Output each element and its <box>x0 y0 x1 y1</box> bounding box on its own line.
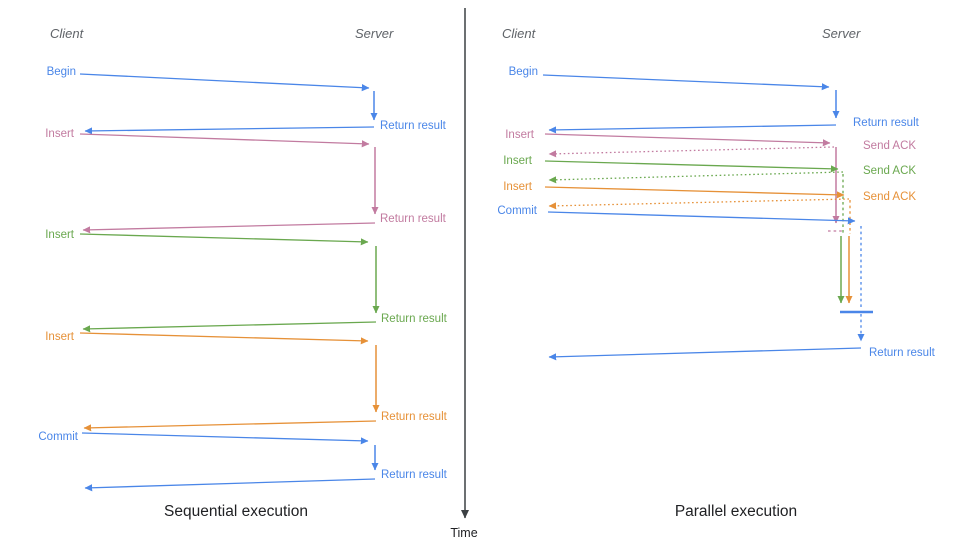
send-ack-label: Send ACK <box>863 140 916 152</box>
insert3-ack-return-arrow <box>548 198 850 210</box>
begin-request-arrow <box>542 74 830 91</box>
par-insert1-exchange: Insert Send ACK <box>505 129 916 232</box>
send-ack-label: Send ACK <box>863 165 916 177</box>
commit-label: Commit <box>497 205 537 217</box>
commit-label: Commit <box>38 431 78 443</box>
insert1-request-arrow <box>544 133 831 147</box>
seq-insert2-exchange: Insert Return result <box>45 229 448 333</box>
client-header: Client <box>502 26 537 41</box>
server-header: Server <box>822 26 861 41</box>
insert1-ack-return-arrow <box>548 146 835 158</box>
return-result-label: Return result <box>381 411 448 423</box>
return-result-label: Return result <box>853 117 920 129</box>
server-header: Server <box>355 26 394 41</box>
parallel-caption: Parallel execution <box>675 503 797 520</box>
insert3-request-arrow <box>79 332 369 345</box>
begin-return-arrow <box>548 124 837 134</box>
time-axis-label: Time <box>450 526 477 540</box>
return-result-label: Return result <box>380 120 447 132</box>
par-insert3-exchange: Insert Send ACK <box>503 181 916 304</box>
seq-begin-exchange: Begin Return result <box>47 66 447 135</box>
return-result-label: Return result <box>869 347 936 359</box>
begin-request-arrow <box>79 73 370 92</box>
time-axis: Time <box>450 8 478 540</box>
insert2-request-arrow <box>544 160 839 173</box>
commit-return-arrow <box>548 347 862 361</box>
begin-label: Begin <box>509 66 538 78</box>
par-begin-exchange: Begin Return result <box>509 66 920 134</box>
par-insert2-exchange: Insert Send ACK <box>503 155 916 304</box>
commit-request-arrow <box>547 211 856 225</box>
insert-label: Insert <box>503 155 533 167</box>
commit-request-arrow <box>81 432 369 445</box>
seq-insert1-exchange: Insert Return result <box>45 128 447 234</box>
insert2-return-arrow <box>82 321 377 333</box>
insert-label: Insert <box>45 128 75 140</box>
insert1-request-arrow <box>79 133 370 148</box>
insert3-return-arrow <box>83 420 377 432</box>
insert-label: Insert <box>45 331 75 343</box>
par-commit-exchange: Commit Return result <box>497 205 936 361</box>
insert1-return-arrow <box>82 222 376 234</box>
insert-label: Insert <box>505 129 535 141</box>
insert2-ack-return-arrow <box>548 171 844 184</box>
commit-return-arrow <box>84 478 376 492</box>
return-result-label: Return result <box>381 469 448 481</box>
return-result-label: Return result <box>381 313 448 325</box>
insert-label: Insert <box>45 229 75 241</box>
seq-insert3-exchange: Insert Return result <box>45 331 448 432</box>
insert2-request-arrow <box>79 233 369 246</box>
begin-return-arrow <box>84 126 375 135</box>
send-ack-label: Send ACK <box>863 191 916 203</box>
return-result-label: Return result <box>380 213 447 225</box>
insert3-request-arrow <box>544 186 845 199</box>
begin-label: Begin <box>47 66 76 78</box>
sequential-panel: Client Server Begin Return result Insert… <box>38 26 447 520</box>
parallel-panel: Client Server Begin Return result Insert… <box>497 26 935 520</box>
sequential-caption: Sequential execution <box>164 503 308 520</box>
insert-label: Insert <box>503 181 533 193</box>
seq-commit-exchange: Commit Return result <box>38 431 448 492</box>
client-header: Client <box>50 26 85 41</box>
